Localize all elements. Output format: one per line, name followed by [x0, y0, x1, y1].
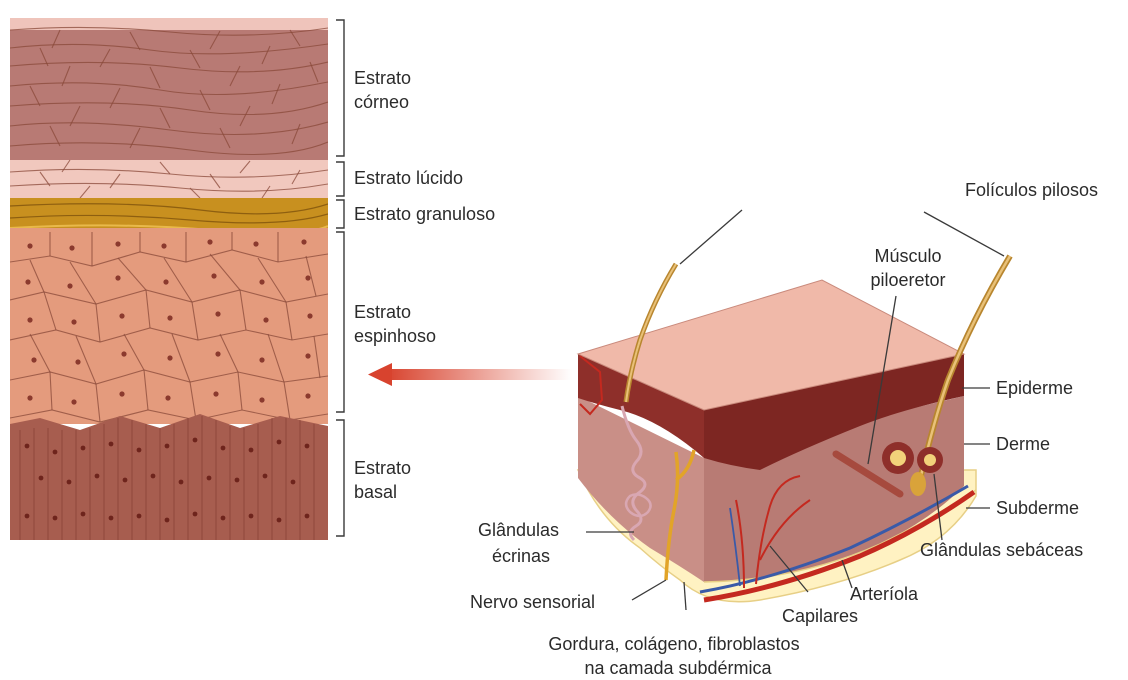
- epidermis-cross-section: [10, 18, 328, 540]
- label-glandulas-ecrinas-line1: Glândulas: [478, 520, 559, 540]
- arrow-icon: [368, 363, 572, 386]
- label-lucido: Estrato lúcido: [354, 168, 463, 188]
- label-derme: Derme: [996, 434, 1050, 454]
- label-gordura-line2: na camada subdérmica: [584, 658, 772, 678]
- stratum-corneum-layer: [10, 18, 328, 160]
- label-arteriola: Arteríola: [850, 584, 919, 604]
- stratum-lucidum-layer: [10, 160, 328, 198]
- label-musculo-line1: Músculo: [874, 246, 941, 266]
- stratum-granulosum-layer: [10, 198, 328, 233]
- label-corneo-line2: córneo: [354, 92, 409, 112]
- label-espinhoso-line2: espinhoso: [354, 326, 436, 346]
- layer-brackets: [336, 20, 344, 536]
- label-gordura-line1: Gordura, colágeno, fibroblastos: [548, 634, 799, 654]
- label-musculo-line2: piloeretor: [870, 270, 945, 290]
- label-basal-line1: Estrato: [354, 458, 411, 478]
- label-espinhoso-line1: Estrato: [354, 302, 411, 322]
- label-corneo-line1: Estrato: [354, 68, 411, 88]
- label-basal-line2: basal: [354, 482, 397, 502]
- label-glandulas-ecrinas-line2: écrinas: [492, 546, 550, 566]
- label-glandulas-sebaceas: Glândulas sebáceas: [920, 540, 1083, 560]
- label-capilares: Capilares: [782, 606, 858, 626]
- stratum-spinosum-layer: [10, 228, 328, 424]
- label-foliculos: Folículos pilosos: [965, 180, 1098, 200]
- label-subderme: Subderme: [996, 498, 1079, 518]
- stratum-basale-layer: [10, 414, 328, 540]
- label-granuloso: Estrato granuloso: [354, 204, 495, 224]
- label-nervo: Nervo sensorial: [470, 592, 595, 612]
- label-epiderme: Epiderme: [996, 378, 1073, 398]
